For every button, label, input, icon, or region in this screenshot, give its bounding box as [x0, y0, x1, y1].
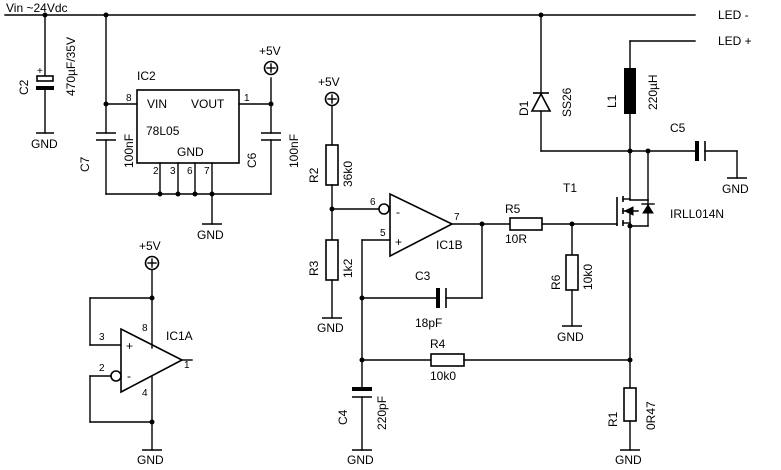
ic1a-ref: IC1A [166, 329, 193, 343]
ic2-gnd-pin-label: GND [177, 145, 204, 159]
gnd-label: GND [31, 137, 58, 151]
r6-value: 10k0 [581, 264, 595, 290]
c6-ref: C6 [245, 152, 259, 168]
l1-value: 220µH [646, 74, 660, 110]
c4-value: 220pF [375, 396, 389, 430]
l1-ref: L1 [605, 94, 619, 108]
opamp-ic1a: +5V + - 3 2 8 4 1 IC1A GND [89, 239, 193, 467]
ic1b-minus-sign: - [396, 205, 400, 219]
r3-ref: R3 [307, 260, 321, 276]
plus5v-label: +5V [318, 75, 340, 89]
ic1a-pin-minus: 2 [99, 363, 105, 374]
ic2-pin-gnd-3: 6 [187, 166, 193, 177]
ic2-vout-pin-label: VOUT [191, 97, 225, 111]
ic1b-pin-plus: 5 [380, 228, 386, 239]
ic2-pin-vout: 1 [244, 93, 250, 104]
opamp-ic1b: - + 6 5 7 IC1B [331, 192, 511, 389]
ic1a-plus-sign: + [126, 339, 133, 353]
gnd-label: GND [137, 453, 164, 467]
r4-value: 10k0 [430, 369, 456, 383]
ic2-part: 78L05 [146, 124, 180, 138]
capacitor-c7: C7 100nF [78, 14, 136, 195]
gnd-label: GND [615, 453, 642, 467]
c2-plus-sign: + [37, 66, 43, 77]
ic2-pin-gnd-2: 3 [170, 166, 176, 177]
led-plus-label: LED + [718, 34, 752, 48]
resistor-r2: +5V R2 36k0 [307, 75, 355, 241]
vin-rail: Vin ~24Vdc LED - [4, 1, 749, 22]
r1-value: 0R47 [644, 401, 658, 430]
capacitor-c4: C4 220pF GND [336, 387, 389, 467]
capacitor-c3: C3 18pF [361, 223, 483, 330]
c2-ref: C2 [17, 79, 31, 95]
d1-value: SS26 [560, 87, 574, 117]
r5-value: 10R [505, 232, 527, 246]
gnd-label: GND [557, 330, 584, 344]
ic1b-ref: IC1B [436, 238, 463, 252]
resistor-r1: R1 0R47 GND [606, 359, 658, 467]
ic1b-pin-out: 7 [454, 212, 460, 223]
resistor-r4: R4 10k0 [361, 337, 633, 383]
ic1a-pin-gnd: 4 [142, 388, 148, 399]
resistor-r5: R5 10R [505, 202, 575, 246]
r6-ref: R6 [549, 274, 563, 290]
c3-ref: C3 [415, 269, 431, 283]
t1-value: IRLL014N [670, 207, 724, 221]
t1-ref: T1 [563, 181, 577, 195]
ic2-ref: IC2 [137, 69, 156, 83]
resistor-r6: R6 10k0 GND [549, 223, 595, 344]
resistor-r3: R3 1k2 GND [307, 239, 355, 335]
c3-value: 18pF [415, 316, 442, 330]
led-plus-rail: LED + [629, 34, 752, 69]
r2-value: 36k0 [341, 161, 355, 187]
diode-d1: D1 SS26 [517, 14, 631, 152]
d1-ref: D1 [517, 100, 531, 116]
inductor-l1: L1 220µH [605, 68, 660, 201]
ic2-pin-gnd-4: 7 [204, 166, 210, 177]
r5-ref: R5 [505, 202, 521, 216]
plus5v-label: +5V [139, 239, 161, 253]
r1-ref: R1 [606, 411, 620, 427]
ic2-pin-vin: 8 [126, 93, 132, 104]
capacitor-c6: +5V C6 100nF [245, 44, 301, 195]
ic2-vin-pin-label: VIN [147, 97, 167, 111]
c5-ref: C5 [670, 121, 686, 135]
ic1a-minus-sign: - [127, 369, 131, 383]
c2-value: 470µF/35V [64, 37, 78, 96]
vin-label: Vin ~24Vdc [6, 1, 68, 15]
ic1a-pin-out: 1 [184, 360, 190, 371]
c4-ref: C4 [336, 409, 350, 425]
ic1a-pin-plus: 3 [99, 332, 105, 343]
mosfet-t1: T1 IRLL014N [563, 148, 724, 361]
led-minus-label: LED - [718, 8, 749, 22]
gnd-label: GND [317, 321, 344, 335]
ic2-pin-gnd-1: 2 [153, 166, 159, 177]
regulator-ic2: IC2 VIN VOUT 78L05 GND 8 1 2 3 6 7 GND [105, 69, 272, 242]
r2-ref: R2 [307, 167, 321, 183]
c7-value: 100nF [122, 134, 136, 168]
gnd-label: GND [347, 453, 374, 467]
gnd-label: GND [197, 228, 224, 242]
capacitor-c5: C5 GND [629, 121, 749, 196]
gnd-label: GND [722, 182, 749, 196]
plus5v-label: +5V [259, 44, 281, 58]
ic1b-plus-sign: + [395, 235, 402, 249]
r3-value: 1k2 [341, 258, 355, 278]
capacitor-c2: + C2 470µF/35V GND [17, 14, 78, 151]
ic1a-pin-vcc: 8 [142, 323, 148, 334]
ic1b-pin-minus: 6 [370, 197, 376, 208]
c7-ref: C7 [78, 156, 92, 172]
r4-ref: R4 [430, 337, 446, 351]
c6-value: 100nF [287, 134, 301, 168]
